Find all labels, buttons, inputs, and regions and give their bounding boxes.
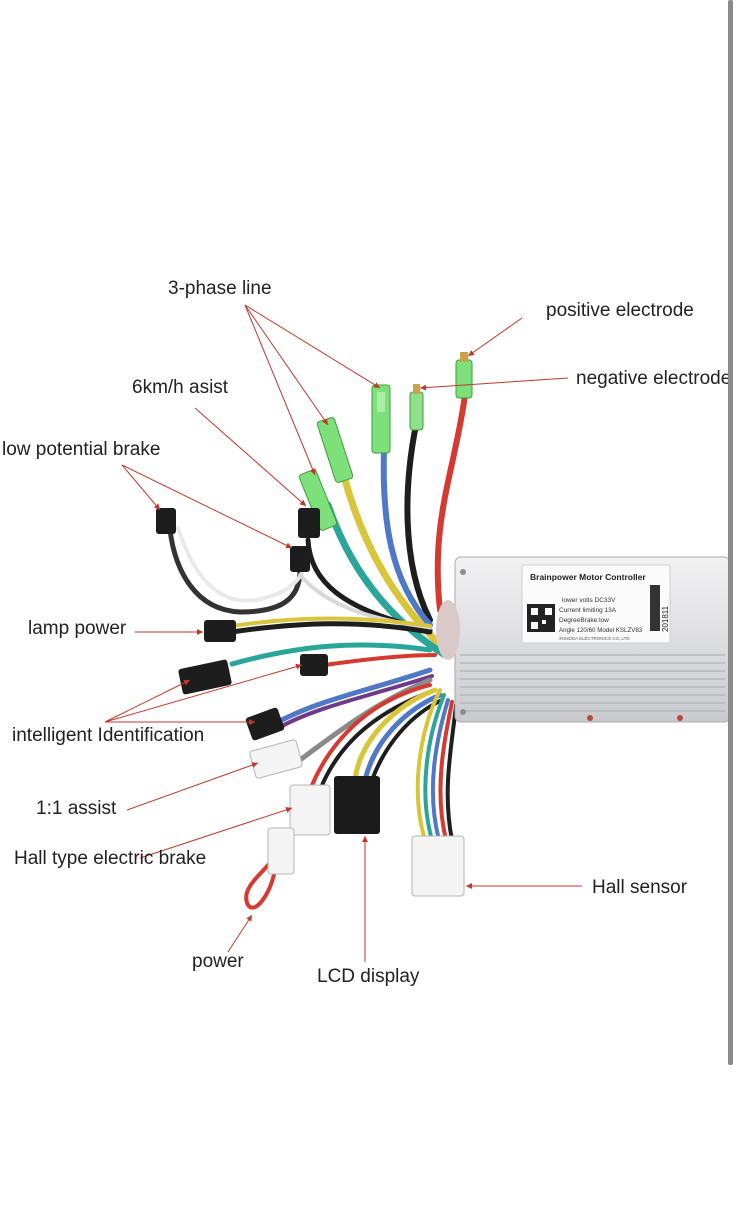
label-lcd-display: LCD display [317,966,420,987]
green-phase-connector [298,469,338,531]
sticker-serial: 201811 [661,605,670,632]
label-hall-sensor: Hall sensor [592,877,688,898]
green-phase-connector [316,417,354,483]
positive-terminal [455,352,473,399]
green-phase-connector [371,384,391,454]
label-lamp-power: lamp power [28,618,127,639]
assist-connector [298,508,320,538]
sticker-line1: lower volts DC33V [562,597,616,604]
sticker-line2: Current limiting 13A [559,607,617,614]
label-3-phase-line: 3-phase line [168,278,272,299]
vertical-scrollbar[interactable] [728,0,733,1065]
brake-connector [290,546,310,572]
controller-box: Brainpower Motor Controller lower volts … [436,556,731,723]
sticker-line4: Angle 120/60 Model KSLZV83 [559,627,643,634]
lamp-connector [204,620,236,642]
annotation-arrows [104,304,582,962]
assist11-connector [249,739,303,779]
label-power: power [192,951,244,972]
label-negative-electrode: negative electrode [576,368,732,389]
ident-connector [178,659,232,695]
barcode [650,585,660,631]
label-low-potential-brake: low potential brake [2,439,161,460]
ident-connector [300,654,328,676]
hall-brake-connector-plug [267,827,295,875]
hall-sensor-connector [411,835,465,897]
sticker-title: Brainpower Motor Controller [530,572,646,582]
brake-connector [156,508,176,534]
lcd-connector [334,776,380,834]
label-positive-electrode: positive electrode [546,300,694,321]
ident-connector [245,707,285,741]
label-intelligent-identification: intelligent Identification [12,725,205,746]
label-hall-type-electric-brake: Hall type electric brake [14,848,207,869]
label-6kmh-assist: 6km/h asist [132,377,229,398]
negative-terminal [409,384,424,431]
sticker-maker: XUNDDA ELECTRONICS CO.,LTD [559,636,630,641]
wire-bundle [167,392,468,910]
sticker-line3: DegreeBrake:low [559,617,609,624]
hall-brake-connector [289,784,331,836]
label-1to1-assist: 1:1 assist [36,798,117,819]
